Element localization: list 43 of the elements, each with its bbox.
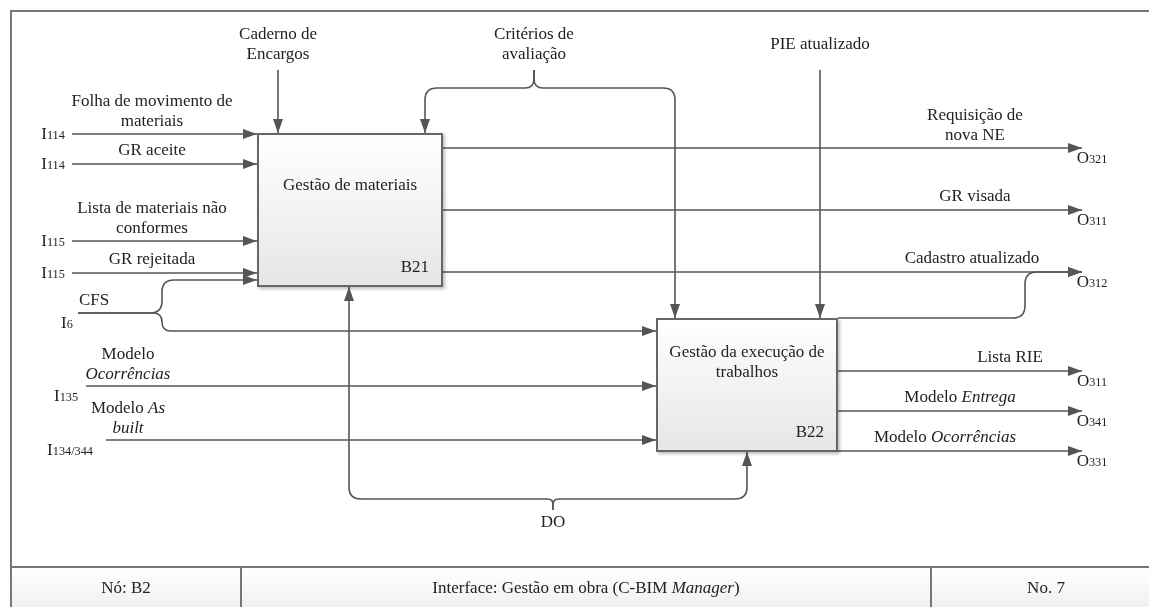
arrow (71, 129, 258, 139)
edge-label: Modelo Entrega (903, 387, 1017, 409)
activity-code: B22 (795, 422, 824, 442)
arrow (837, 366, 1083, 376)
arrow (837, 446, 1083, 456)
arrow (837, 267, 1083, 319)
arrow (77, 312, 657, 336)
edge-label: Cadastro atualizado (903, 248, 1041, 270)
edge-label: Modelo Ocorrências (872, 427, 1018, 449)
arrow (71, 268, 258, 278)
arrow (105, 435, 657, 445)
edge-label: Lista RIE (976, 347, 1044, 369)
edge-label: Modelo As built (89, 397, 167, 439)
arrow (837, 406, 1083, 416)
control-label: Caderno de Encargos (223, 18, 333, 70)
control-label: Critérios de avaliação (478, 18, 590, 70)
activity-box (656, 318, 838, 452)
edge-label: GR visada (938, 186, 1012, 208)
footer-text: Interface: Gestão em obra (C-BIM Manager) (432, 577, 740, 598)
edge-label: Requisição de nova NE (926, 104, 1024, 146)
edge-label: Folha de movimento de materiais (70, 90, 234, 132)
activity-title: Gestão de materiais (281, 175, 419, 196)
edge-label: GR rejeitada (107, 249, 197, 271)
activity-box (257, 133, 443, 287)
arrow (552, 451, 752, 511)
edge-label: GR aceite (117, 140, 187, 162)
arrow (442, 205, 1083, 215)
arrow (71, 236, 258, 246)
footer-text: Nó: B2 (101, 577, 151, 598)
edge-label: CFS (77, 290, 111, 312)
edge-label: Lista de materiais não conformes (76, 197, 228, 239)
arrow (815, 69, 825, 319)
arrow (442, 143, 1083, 153)
footer-text: No. 7 (1027, 577, 1065, 598)
mechanism-label: DO (533, 510, 573, 534)
arrow (85, 381, 657, 391)
arrow (71, 159, 258, 169)
arrow (533, 69, 680, 319)
arrow (273, 69, 283, 134)
activity-code: B21 (400, 257, 429, 277)
activity-title: Gestão da execução de trabalhos (668, 342, 826, 383)
edge-label: Modelo Ocorrências (84, 343, 172, 385)
control-label: PIE atualizado (770, 18, 870, 70)
